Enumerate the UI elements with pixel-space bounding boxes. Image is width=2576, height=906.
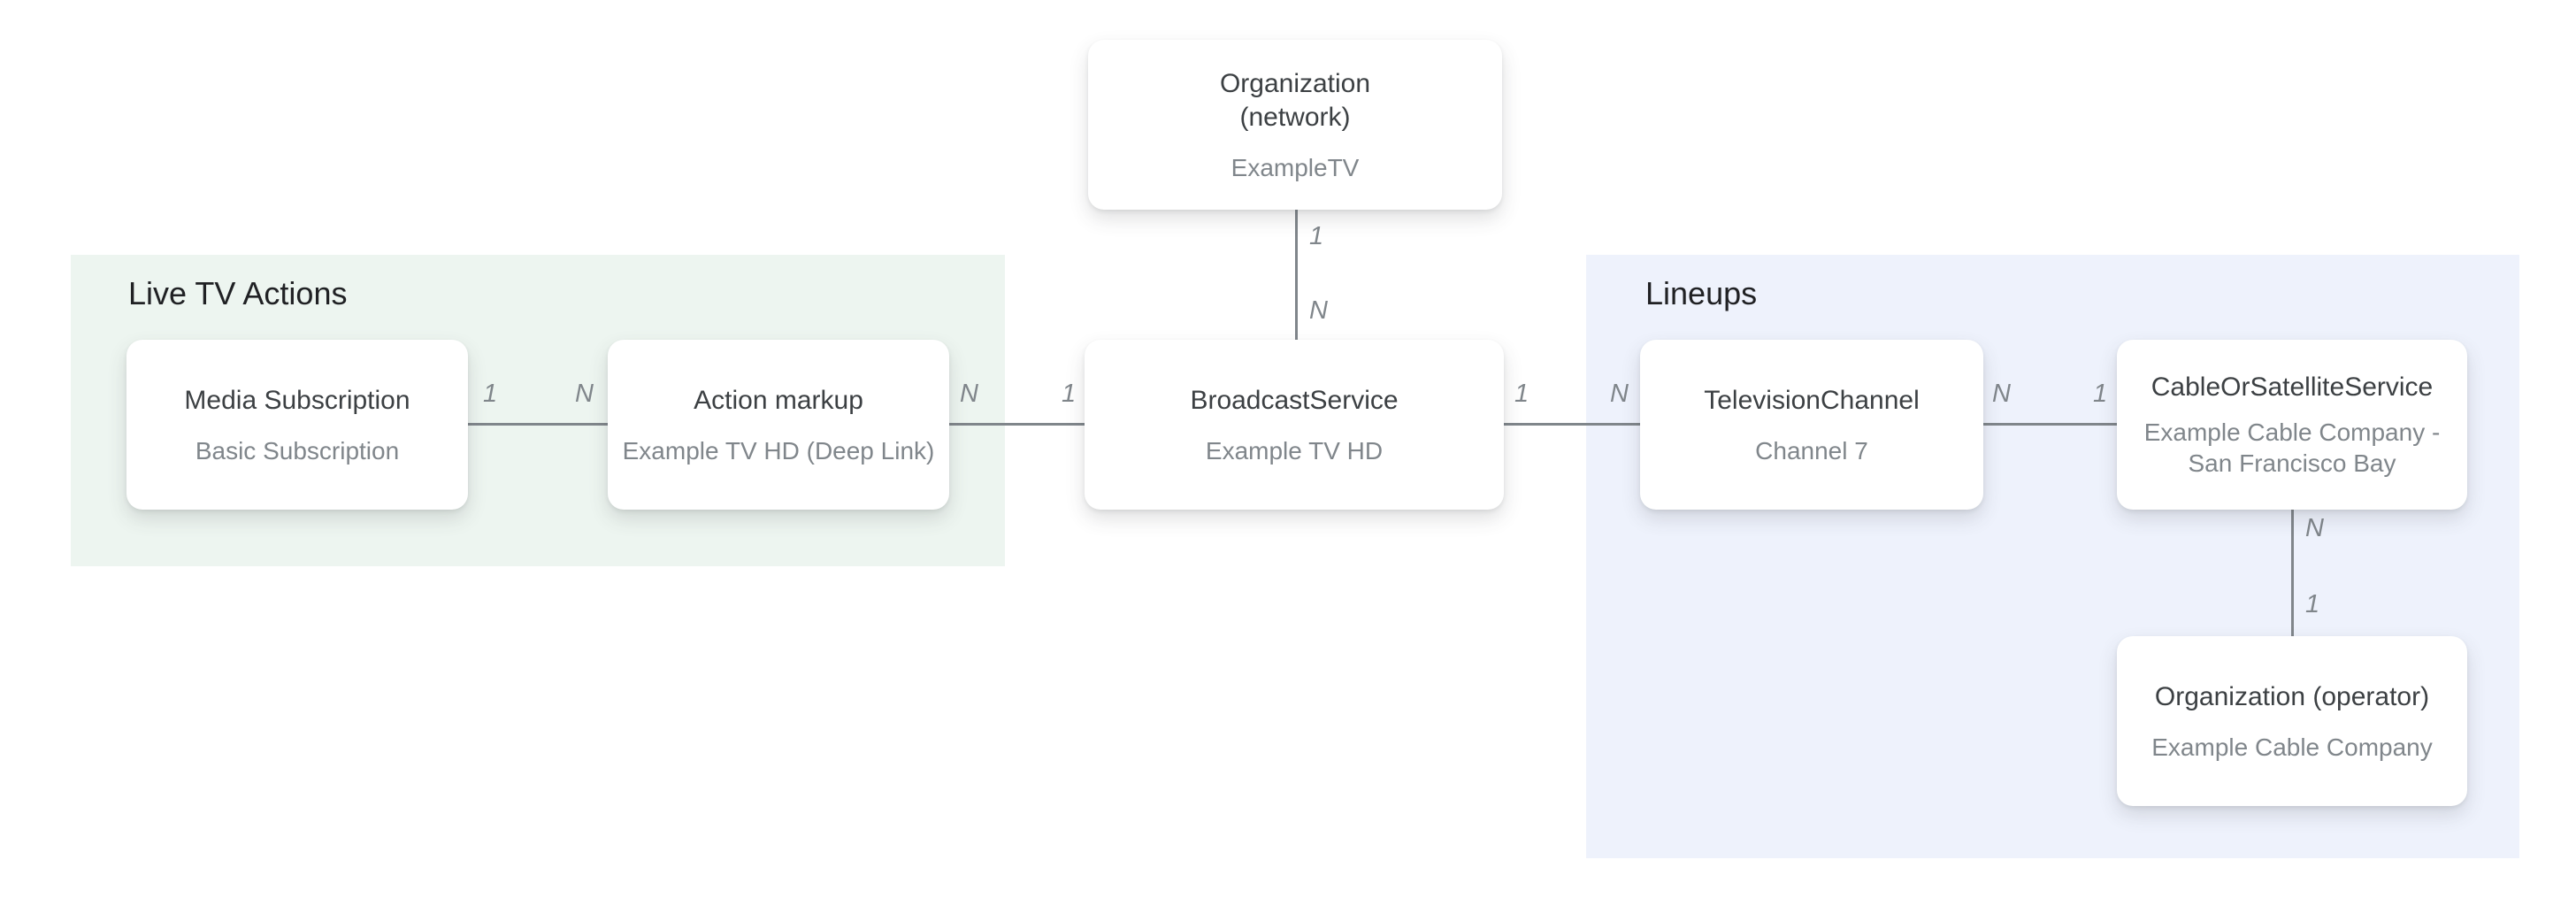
edge-label-cable-operator-n: N (2305, 514, 2324, 542)
edge-label-markup-broadcast-n: N (960, 380, 978, 408)
node-title: TelevisionChannel (1704, 385, 1920, 415)
node-title: BroadcastService (1190, 385, 1399, 415)
node-subtitle: Channel 7 (1755, 436, 1868, 465)
node-subtitle: Example Cable Company - San Francisco Ba… (2144, 417, 2441, 479)
edge-label-broadcast-channel-n: N (1610, 380, 1629, 408)
section-title-live-tv-actions: Live TV Actions (128, 275, 348, 311)
edge-label-cable-operator-1: 1 (2305, 590, 2320, 618)
edge-broadcast-channel-line (1504, 423, 1640, 426)
node-title: Media Subscription (184, 385, 410, 415)
node-title: Action markup (694, 385, 863, 415)
edge-label-subscription-markup-1: 1 (483, 380, 498, 408)
edge-label-broadcast-channel-1: 1 (1514, 380, 1530, 408)
node-title: Organization (network) (1220, 67, 1370, 134)
node-subtitle: Basic Subscription (195, 436, 400, 465)
section-title-lineups: Lineups (1645, 275, 1758, 311)
edge-subscription-markup-line (468, 423, 608, 426)
node-subtitle: Example TV HD (Deep Link) (622, 436, 935, 465)
node-title: Organization (operator) (2154, 681, 2430, 711)
node-title-line1: Organization (1219, 68, 1371, 98)
edge-label-channel-cable-1: 1 (2093, 380, 2108, 408)
edge-label-channel-cable-n: N (1992, 380, 2011, 408)
edge-label-subscription-markup-n: N (575, 380, 594, 408)
node-broadcast-service: BroadcastService Example TV HD (1085, 340, 1504, 510)
node-cable-or-satellite-service: CableOrSatelliteService Example Cable Co… (2117, 340, 2467, 510)
node-organization-operator: Organization (operator) Example Cable Co… (2117, 636, 2467, 806)
node-subtitle: Example TV HD (1205, 436, 1384, 465)
node-television-channel: TelevisionChannel Channel 7 (1640, 340, 1983, 510)
node-organization-network: Organization (network) ExampleTV (1088, 40, 1502, 210)
edge-network-broadcast-line (1295, 210, 1298, 340)
edge-markup-broadcast-line (949, 423, 1085, 426)
node-subtitle-line2: San Francisco Bay (2188, 449, 2396, 477)
node-subtitle: ExampleTV (1230, 153, 1360, 181)
node-subtitle: Example Cable Company (2151, 733, 2433, 761)
node-action-markup: Action markup Example TV HD (Deep Link) (608, 340, 949, 510)
edge-label-network-broadcast-1: 1 (1309, 222, 1324, 250)
node-title: CableOrSatelliteService (2150, 372, 2434, 402)
node-subtitle-line1: Example Cable Company - (2143, 418, 2441, 446)
node-media-subscription: Media Subscription Basic Subscription (126, 340, 468, 510)
edge-channel-cable-line (1983, 423, 2117, 426)
edge-label-network-broadcast-n: N (1309, 296, 1328, 325)
node-title-line2: (network) (1239, 102, 1351, 132)
edge-label-markup-broadcast-1: 1 (1062, 380, 1077, 408)
edge-cable-operator-line (2291, 510, 2294, 636)
